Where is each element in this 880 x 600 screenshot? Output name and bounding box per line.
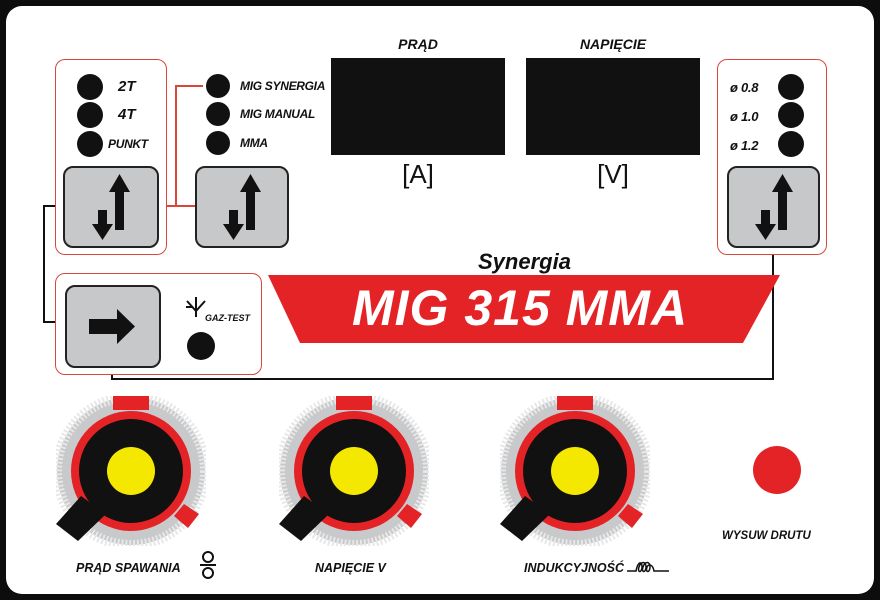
brand-subtitle: Synergia <box>478 249 571 274</box>
led-punkt <box>77 131 103 157</box>
voltage-display-title: NAPIĘCIE <box>579 36 647 52</box>
inductance-label: INDUKCYJNOŚĆ <box>524 561 625 575</box>
model-name: MIG 315 MMA <box>352 280 689 336</box>
voltage-label: NAPIĘCIE V <box>315 561 386 575</box>
led-wire-1-2 <box>778 131 804 157</box>
current-unit: [A] <box>402 159 434 189</box>
label-mma: MMA <box>240 136 268 150</box>
led-4t <box>77 102 103 128</box>
gas-test-button[interactable] <box>187 332 215 360</box>
up-down-arrows-icon <box>92 174 130 240</box>
knob-welding-current[interactable] <box>52 392 210 550</box>
voltage-unit: [V] <box>597 159 629 189</box>
knob-inductance[interactable] <box>496 392 654 550</box>
label-2t: 2T <box>118 78 136 95</box>
led-mig-synergia <box>206 74 230 98</box>
knob-voltage[interactable] <box>275 392 433 550</box>
label-mig-synergia: MIG SYNERGIA <box>240 79 326 93</box>
led-wire-1-0 <box>778 102 804 128</box>
gas-valve-icon <box>186 297 206 317</box>
label-wire-0-8: ø 0.8 <box>730 80 759 95</box>
brand-banner <box>268 275 780 343</box>
current-display-title: PRĄD <box>398 36 438 52</box>
led-mma <box>206 131 230 155</box>
label-punkt: PUNKT <box>108 137 148 151</box>
process-toggle-button[interactable] <box>195 166 289 248</box>
up-down-arrows-icon <box>755 174 793 240</box>
wire-feed-button[interactable] <box>753 446 801 494</box>
label-wire-1-0: ø 1.0 <box>730 109 759 124</box>
welding-current-label: PRĄD SPAWANIA <box>76 561 181 575</box>
label-4t: 4T <box>118 106 136 123</box>
gas-test-label: GAZ-TEST <box>205 313 250 323</box>
wire-toggle-button[interactable] <box>727 166 820 248</box>
right-arrow-icon <box>89 309 135 344</box>
wire-feed-label: WYSUW DRUTU <box>722 530 811 542</box>
mode-toggle-button[interactable] <box>63 166 159 248</box>
voltage-display <box>526 58 700 155</box>
wire-rollers-icon <box>200 551 216 579</box>
inductance-coil-icon <box>627 561 669 573</box>
led-wire-0-8 <box>778 74 804 100</box>
up-down-arrows-icon <box>223 174 261 240</box>
led-mig-manual <box>206 102 230 126</box>
label-wire-1-2: ø 1.2 <box>730 138 759 153</box>
label-mig-manual: MIG MANUAL <box>240 107 315 121</box>
next-button[interactable] <box>65 285 161 368</box>
led-2t <box>77 74 103 100</box>
current-display <box>331 58 505 155</box>
